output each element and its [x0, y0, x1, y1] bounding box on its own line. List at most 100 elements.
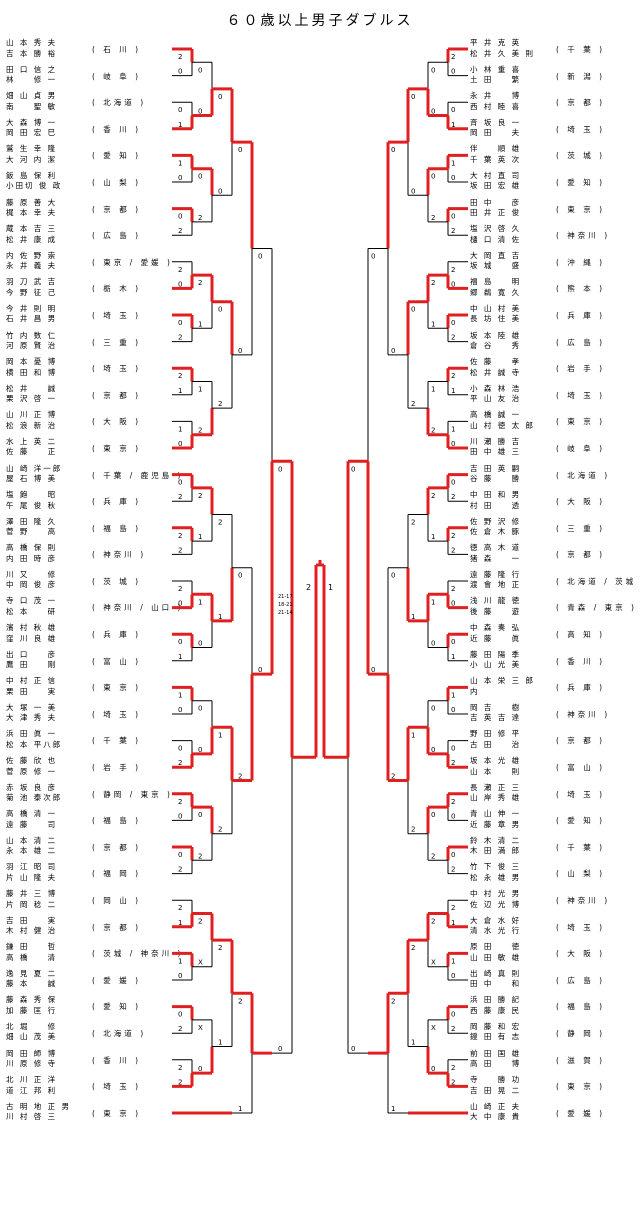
player-name: 田 中 彦	[470, 197, 522, 207]
game-score: 2	[451, 585, 455, 593]
player-pair: 中 村 正 信栗 田 実	[6, 676, 57, 697]
player-name: 谷 藤 勝	[470, 474, 522, 483]
player-name: 古 明 地 正 男	[6, 1101, 72, 1111]
game-score: 2	[198, 214, 202, 222]
player-pair: 吉 田 英 嗣谷 藤 勝	[470, 464, 521, 485]
prefecture-label: ( 兵 庫 )	[92, 497, 142, 507]
player-name: 川 瀬 勝 吉	[470, 436, 522, 446]
entry-row: 前 田 国 雄高 田 博( 滋 賀 )	[470, 1047, 640, 1074]
prefecture-label: ( 北海道 )	[556, 470, 611, 480]
player-pair: 高 橋 誠 一山 村 徳 太 郎	[470, 410, 535, 431]
player-pair: 竹 下 俊 三松 永 雄 男	[470, 862, 521, 883]
player-name: 浅 川 龍 徳	[470, 596, 522, 606]
player-pair: 山 崎 洋一郎屋 石 博 美	[6, 464, 62, 485]
prefecture-label: ( 広 島 )	[556, 975, 606, 985]
player-pair: 山 本 清 二永 本 雄 二	[6, 836, 57, 857]
entry-row: 小 林 重 喜土 田 繁( 新 潟 )	[470, 63, 640, 90]
game-score: 1	[198, 320, 202, 328]
game-score: 2	[178, 227, 182, 235]
player-pair: 前 田 国 雄高 田 博	[470, 1049, 521, 1070]
prefecture-label: ( 広 島 )	[556, 337, 606, 347]
player-name: 遠 藤 司	[6, 819, 58, 829]
player-name: 渡 會 地 正	[470, 580, 522, 590]
prefecture-label: ( 愛 媛 )	[92, 975, 142, 985]
player-name: 永 井 義 夫	[6, 261, 58, 271]
game-score: 2	[431, 918, 435, 926]
player-pair: 小 林 重 喜土 田 繁	[470, 65, 521, 86]
player-pair: 高 橋 清 一遠 藤 司	[6, 809, 57, 830]
player-name: 松 浪 新 治	[6, 420, 58, 430]
game-score: 0	[178, 600, 182, 608]
entry-row: 藤 田 陽 季小 山 光 美( 香 川 )	[470, 648, 640, 675]
entry-row: 内 佐 野 崇永 井 義 夫( 東京 / 愛媛 )	[6, 249, 176, 276]
game-score: 0	[451, 638, 455, 646]
entry-row: 高 橋 清 一遠 藤 司( 福 島 )	[6, 807, 176, 834]
game-score: 0	[238, 146, 242, 154]
game-score: 0	[391, 146, 395, 154]
player-pair: 内 佐 野 崇永 井 義 夫	[6, 251, 57, 272]
player-name: 川 原 修 寺	[6, 1059, 58, 1069]
entry-row: 松 井 誠栗 沢 啓 一( 京 都 )	[6, 382, 176, 409]
player-name: 中 村 光 男	[470, 889, 522, 898]
game-score: 2	[218, 944, 222, 952]
game-score: 2	[451, 1025, 455, 1033]
game-score: 2	[391, 773, 395, 781]
entry-row: 羽 刀 武 吉今 野 征 己( 栃 木 )	[6, 275, 176, 302]
game-score: 2	[411, 400, 415, 408]
player-name: 原 田 徳	[470, 942, 522, 952]
entry-row: 徳 高 木 道猪 森 一( 京 都 )	[470, 541, 640, 568]
game-score: 2	[178, 585, 182, 593]
player-pair: 中 村 光 男佐 辺 光 博	[470, 889, 521, 910]
player-name: 小田切 俊 政	[6, 181, 63, 191]
game-score: X	[431, 959, 436, 967]
player-name: 出 口 彦	[6, 649, 58, 659]
game-score: 2	[178, 759, 182, 767]
entry-row: 山 崎 正 夫大 中 康 貴( 愛 媛 )	[470, 1100, 640, 1127]
left-entries: 山 本 秀 夫吉 本 勝 裕( 石 川 )田 口 信 之林 修 一( 岐 阜 )…	[6, 36, 180, 1126]
prefecture-label: ( 愛 知 )	[556, 177, 606, 187]
player-name: 木 村 健 治	[6, 926, 58, 936]
game-score: 0	[371, 253, 375, 261]
prefecture-label: ( 香 川 )	[92, 1055, 142, 1065]
game-score: 0	[451, 851, 455, 859]
game-score: 1	[411, 731, 415, 739]
player-name: 松 井 誠 寺	[470, 367, 522, 377]
entry-row: 寺 口 茂 一松 本 研( 神奈川 / 山口 )	[6, 594, 180, 621]
entry-row: 野 田 修 平古 田 治( 京 都 )	[470, 727, 640, 754]
prefecture-label: ( 東 京 )	[92, 683, 142, 693]
game-score: 0	[178, 68, 182, 76]
player-name: 竹 下 俊 三	[470, 862, 522, 872]
player-pair: 塩 沢 啓 久樋 口 清 佐	[470, 224, 521, 245]
player-pair: 水 上 英 二佐 藤 正	[6, 437, 57, 458]
game-score: 0	[218, 187, 222, 195]
player-pair: 中 森 奏 弘近 藤 眞	[470, 623, 521, 644]
prefecture-label: ( 愛 知 )	[92, 151, 142, 161]
player-name: 山 岸 秀 雄	[470, 793, 522, 803]
player-name: 村 田 透	[470, 500, 522, 510]
entry-row: 坂 本 光 雄山 本 則( 富 山 )	[470, 754, 640, 781]
game-score: 2	[178, 372, 182, 380]
entry-row: 塩 飽 昭午 尾 俊 秋( 兵 庫 )	[6, 488, 176, 515]
prefecture-label: ( 千葉 / 鹿児島 )	[92, 470, 184, 480]
prefecture-label: ( 山 梨 )	[92, 177, 142, 187]
entry-row: 北 堀 修畑 山 茂 美( 北海道 )	[6, 1020, 176, 1047]
entry-row: 藤 井 三 博片 岡 稔 二( 岡 山 )	[6, 887, 176, 914]
entry-row: 青 山 伸 一近 藤 章 男( 愛 知 )	[470, 807, 640, 834]
entry-row: 吉 田 英 嗣谷 藤 勝 ( 北海道 )	[470, 462, 640, 489]
entry-row: 赤 坂 良 彦菊 池 泰次郎( 静岡 / 東京 )	[6, 781, 176, 808]
entry-row: 今 井 則 明石 井 昌 男( 埼 玉 )	[6, 302, 176, 329]
game-score: 0	[451, 280, 455, 288]
game-score: 1	[431, 320, 435, 328]
prefecture-label: ( 兵 庫 )	[556, 310, 606, 320]
player-pair: 福 島 明郷 鵜 寛 久	[470, 277, 521, 298]
player-name: 田 中 和	[470, 979, 522, 989]
game-score: 0	[451, 479, 455, 487]
game-score: X	[198, 1024, 203, 1032]
game-score: 1	[451, 653, 455, 661]
game-score: 0	[198, 746, 202, 754]
game-score: 0	[178, 638, 182, 646]
entry-row: 山 川 正 博松 浪 新 治( 大 阪 )	[6, 408, 176, 435]
game-score: 0	[178, 213, 182, 221]
player-name: 川 村 啓 三	[6, 1112, 58, 1122]
player-name: 高 橋 清	[6, 952, 58, 962]
